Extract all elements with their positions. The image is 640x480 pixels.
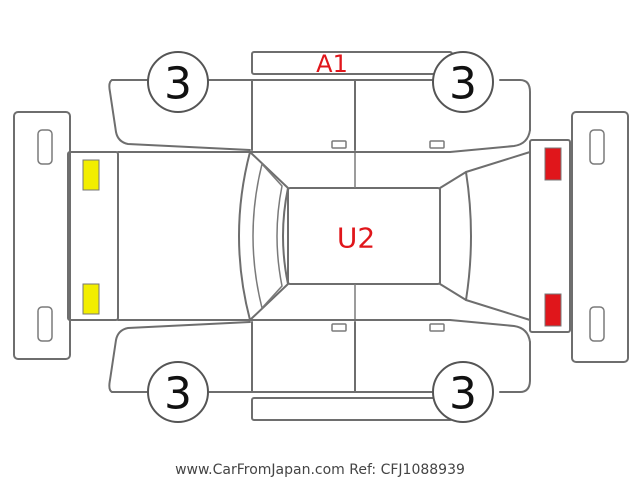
front-bumper <box>13 111 71 360</box>
headlight-upper-marker <box>82 159 100 191</box>
wheel-rear-right: 3 <box>432 361 494 423</box>
headlight-lower-marker <box>82 283 100 315</box>
marker-top-door: A1 <box>316 50 348 78</box>
wheel-front-left-grade: 3 <box>164 59 192 110</box>
wheel-front-left: 3 <box>147 51 209 113</box>
body-top-view <box>67 139 571 333</box>
wheel-rear-right-grade: 3 <box>449 369 477 420</box>
taillight-upper-marker <box>544 147 562 181</box>
wheel-front-right-grade: 3 <box>449 59 477 110</box>
lower-side-profile <box>108 319 531 393</box>
wheel-rear-left-grade: 3 <box>164 369 192 420</box>
upper-side-profile <box>108 79 531 153</box>
watermark-text: www.CarFromJapan.com Ref: CFJ1088939 <box>175 462 465 478</box>
marker-roof: U2 <box>337 222 375 255</box>
taillight-lower-marker <box>544 293 562 327</box>
rear-bumper <box>571 111 629 363</box>
top-sill-strip <box>251 51 453 75</box>
bottom-sill-strip <box>251 397 453 421</box>
wheel-front-right: 3 <box>432 51 494 113</box>
wheel-rear-left: 3 <box>147 361 209 423</box>
